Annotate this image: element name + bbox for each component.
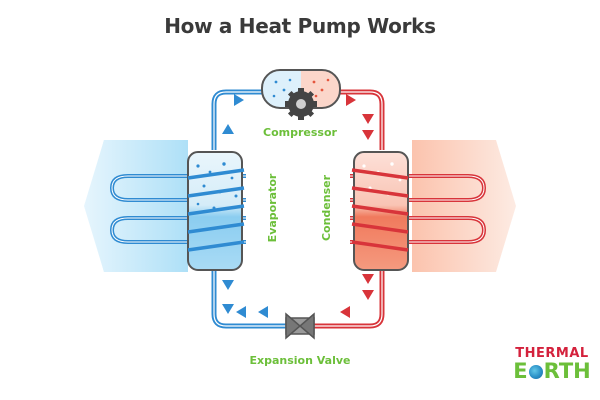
evaporator-coil-front [187,168,245,252]
expansion-valve-icon [285,312,315,340]
logo-letters-rth: RTH [543,359,591,383]
compressor-label: Compressor [263,126,338,139]
condenser-coil-front [351,168,409,252]
hot-flow-arrows [340,94,374,318]
cold-flow-arrows [222,94,268,318]
logo-line2: E RTH [513,359,591,383]
cold-air-flow-body [84,140,188,272]
gear-icon [285,88,317,120]
thermal-earth-logo: THERMAL E RTH [508,346,596,382]
hot-air-flow [412,140,516,272]
compressor-dots [272,78,330,98]
logo-line1: THERMAL [515,346,589,361]
expansion-valve-label: Expansion Valve [249,354,350,367]
evaporator-label: Evaporator [266,173,279,242]
page-title: How a Heat Pump Works [164,14,436,38]
globe-icon [528,365,543,379]
evaporator-bubbles [196,162,238,210]
condenser-label: Condenser [320,174,333,241]
logo-letter-e: E [513,359,528,383]
